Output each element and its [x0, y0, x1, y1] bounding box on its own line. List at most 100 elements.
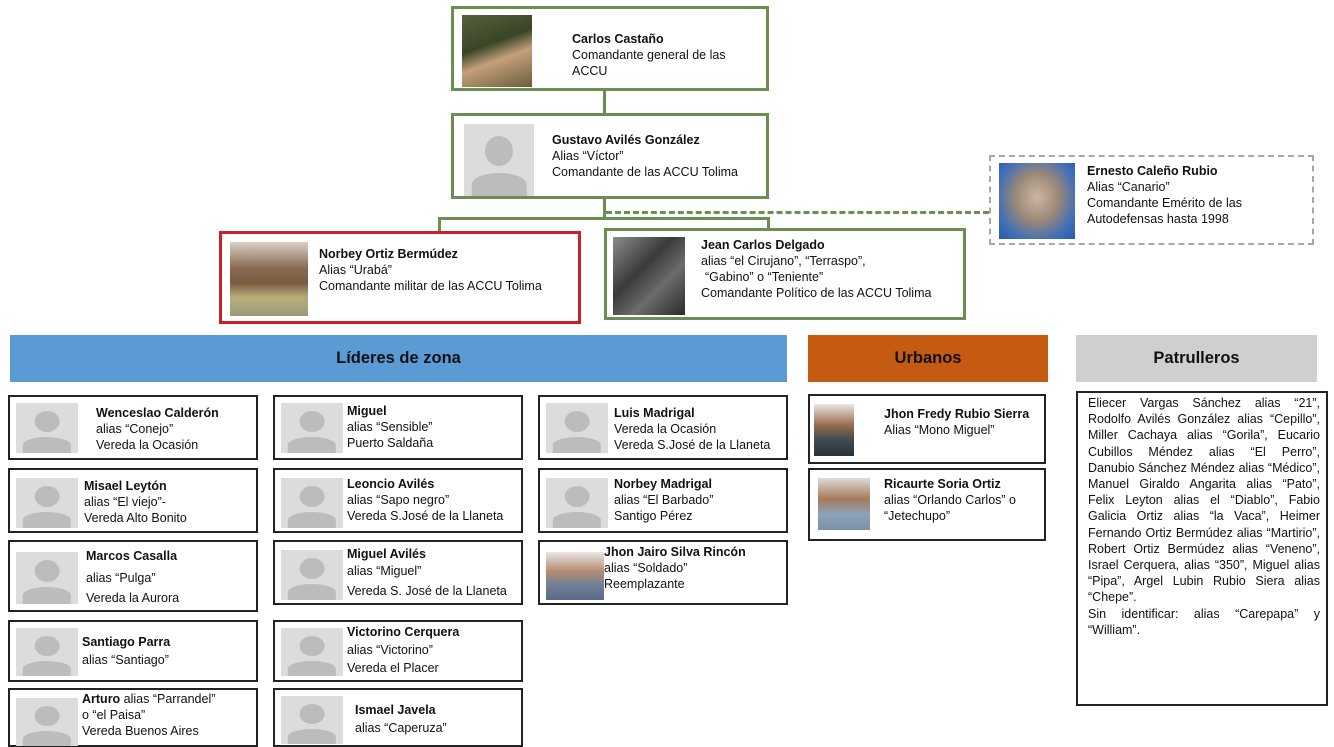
- photo-placeholder: [281, 628, 343, 676]
- card-line: alias “Santiago”: [82, 653, 169, 667]
- card-name: Jhon Fredy Rubio Sierra: [884, 407, 1030, 421]
- node-line: Alias “Canario”: [1087, 180, 1170, 194]
- card-line: Vereda el Placer: [347, 661, 439, 675]
- card-name: Misael Leytón: [84, 479, 167, 493]
- photo-placeholder: [546, 403, 608, 453]
- card-miguel-aviles: Miguel Avilés alias “Miguel” Vereda S. J…: [273, 540, 523, 605]
- photo-placeholder: [281, 550, 343, 600]
- card-name: Leoncio Avilés: [347, 477, 435, 491]
- card-name: Victorino Cerquera: [347, 625, 460, 639]
- card-line: alias “Pulga”: [86, 571, 156, 585]
- node-text: Ernesto Caleño Rubio Alias “Canario” Com…: [1087, 163, 1242, 227]
- card-jhon-jairo-silva: Jhon Jairo Silva Rincón alias “Soldado” …: [538, 540, 788, 605]
- card-line: alias “El Barbado”: [614, 493, 714, 507]
- connector-left: [438, 217, 441, 231]
- card-line: alias “Sapo negro”: [347, 493, 450, 507]
- card-text: Marcos Casalla alias “Pulga” Vereda la A…: [86, 548, 179, 606]
- card-name: Jhon Jairo Silva Rincón: [604, 545, 746, 559]
- card-name: Miguel: [347, 404, 387, 418]
- photo-placeholder: [281, 478, 343, 528]
- node-name: Norbey Ortiz Bermúdez: [319, 247, 458, 261]
- node-name: Jean Carlos Delgado: [701, 238, 825, 252]
- card-marcos-casalla: Marcos Casalla alias “Pulga” Vereda la A…: [8, 540, 258, 612]
- card-line: Reemplazante: [604, 577, 685, 591]
- band-urbanos: Urbanos: [808, 335, 1048, 382]
- card-text: Ricaurte Soria Ortiz alias “Orlando Carl…: [884, 476, 1016, 524]
- card-text: Miguel alias “Sensible” Puerto Saldaña: [347, 403, 433, 451]
- card-santiago-parra: Santiago Parra alias “Santiago”: [8, 620, 258, 682]
- node-text: Gustavo Avilés González Alias “Víctor” C…: [552, 132, 738, 180]
- node-jean-carlos-delgado: Jean Carlos Delgado alias “el Cirujano”,…: [604, 228, 966, 320]
- card-text: Luis Madrigal Vereda la Ocasión Vereda S…: [614, 405, 770, 453]
- node-line: Alias “Urabá”: [319, 263, 392, 277]
- card-name: Luis Madrigal: [614, 406, 695, 420]
- node-line: “Gabino” o “Teniente”: [705, 270, 824, 284]
- card-line: alias “Victorino”: [347, 643, 433, 657]
- card-line: Vereda S.José de la Llaneta: [347, 509, 504, 523]
- card-victorino-cerquera: Victorino Cerquera alias “Victorino” Ver…: [273, 620, 523, 682]
- card-patrulleros-list: Eliecer Vargas Sánchez alias “21”, Rodol…: [1076, 391, 1328, 706]
- card-text: Leoncio Avilés alias “Sapo negro” Vereda…: [347, 476, 503, 524]
- node-carlos-castano: Carlos Castaño Comandante general de las…: [451, 6, 769, 91]
- card-name: Santiago Parra: [82, 635, 171, 649]
- card-arturo: Arturo alias “Parrandel” o “el Paisa” Ve…: [8, 688, 258, 747]
- card-line: Vereda Buenos Aires: [82, 724, 199, 738]
- connector-right: [767, 217, 770, 229]
- photo-jhon-jairo-silva: [546, 552, 604, 600]
- card-line: Vereda S.José de la Llaneta: [614, 438, 771, 452]
- card-line: o “el Paisa”: [82, 708, 146, 722]
- card-line: Santigo Pérez: [614, 509, 693, 523]
- photo-placeholder: [16, 628, 78, 676]
- patrulleros-unidentified: Sin identificar: alias “Carepapa” y “Wil…: [1088, 606, 1320, 637]
- node-name: Ernesto Caleño Rubio: [1087, 164, 1218, 178]
- card-leoncio-aviles: Leoncio Avilés alias “Sapo negro” Vereda…: [273, 468, 523, 533]
- node-line: Comandante Emérito de las: [1087, 196, 1242, 210]
- card-name: Norbey Madrigal: [614, 477, 712, 491]
- card-line: alias “Sensible”: [347, 420, 433, 434]
- photo-jhon-fredy-rubio: [814, 404, 854, 456]
- photo-norbey-ortiz: [230, 242, 308, 316]
- card-line: alias “Miguel”: [347, 564, 422, 578]
- card-name-rest: alias “Parrandel”: [120, 692, 216, 706]
- photo-placeholder: [16, 698, 78, 746]
- node-line: Autodefensas hasta 1998: [1087, 212, 1229, 226]
- card-text: Norbey Madrigal alias “El Barbado” Santi…: [614, 476, 713, 524]
- band-patrulleros: Patrulleros: [1076, 335, 1317, 382]
- node-name: Gustavo Avilés González: [552, 133, 700, 147]
- node-line: Alias “Víctor”: [552, 149, 624, 163]
- card-line: Vereda Alto Bonito: [84, 511, 187, 525]
- card-text: Jhon Jairo Silva Rincón alias “Soldado” …: [604, 544, 746, 592]
- photo-placeholder: [16, 403, 78, 453]
- connector-horizontal: [438, 217, 770, 220]
- card-line: alias “Caperuza”: [355, 721, 447, 735]
- photo-jean-carlos-delgado: [613, 237, 685, 315]
- card-name-line: Arturo alias “Parrandel”: [82, 691, 215, 707]
- card-wenceslao-calderon: Wenceslao Calderón alias “Conejo” Vereda…: [8, 395, 258, 460]
- node-gustavo-aviles: Gustavo Avilés González Alias “Víctor” C…: [451, 113, 769, 199]
- card-luis-madrigal: Luis Madrigal Vereda la Ocasión Vereda S…: [538, 395, 788, 460]
- node-text: Jean Carlos Delgado alias “el Cirujano”,…: [701, 237, 931, 301]
- patrulleros-text: Eliecer Vargas Sánchez alias “21”, Rodol…: [1088, 395, 1320, 638]
- card-name: Wenceslao Calderón: [96, 406, 219, 420]
- band-lideres-de-zona: Líderes de zona: [10, 335, 787, 382]
- card-line: alias “El viejo”-: [84, 495, 166, 509]
- card-line: Vereda S. José de la Llaneta: [347, 584, 507, 598]
- node-line: Comandante militar de las ACCU Tolima: [319, 279, 542, 293]
- card-text: Wenceslao Calderón alias “Conejo” Vereda…: [96, 405, 219, 453]
- photo-placeholder: [16, 552, 78, 604]
- card-text: Santiago Parra alias “Santiago”: [82, 634, 170, 668]
- node-line: alias “el Cirujano”, “Terraspo”,: [701, 254, 866, 268]
- card-line: Vereda la Ocasión: [614, 422, 717, 436]
- card-text: Arturo alias “Parrandel” o “el Paisa” Ve…: [82, 691, 215, 739]
- card-name: Ismael Javela: [355, 703, 436, 717]
- card-name: Miguel Avilés: [347, 547, 426, 561]
- card-line: Alias “Mono Miguel”: [884, 423, 995, 437]
- patrulleros-names: Eliecer Vargas Sánchez alias “21”, Rodol…: [1088, 396, 1320, 605]
- node-line: Comandante de las ACCU Tolima: [552, 165, 738, 179]
- card-name: Marcos Casalla: [86, 549, 178, 563]
- card-line: Puerto Saldaña: [347, 436, 434, 450]
- card-text: Ismael Javela alias “Caperuza”: [355, 702, 447, 736]
- node-name: Carlos Castaño: [572, 32, 664, 46]
- photo-ernesto-caleno: [999, 163, 1075, 239]
- connector-mid: [603, 199, 606, 219]
